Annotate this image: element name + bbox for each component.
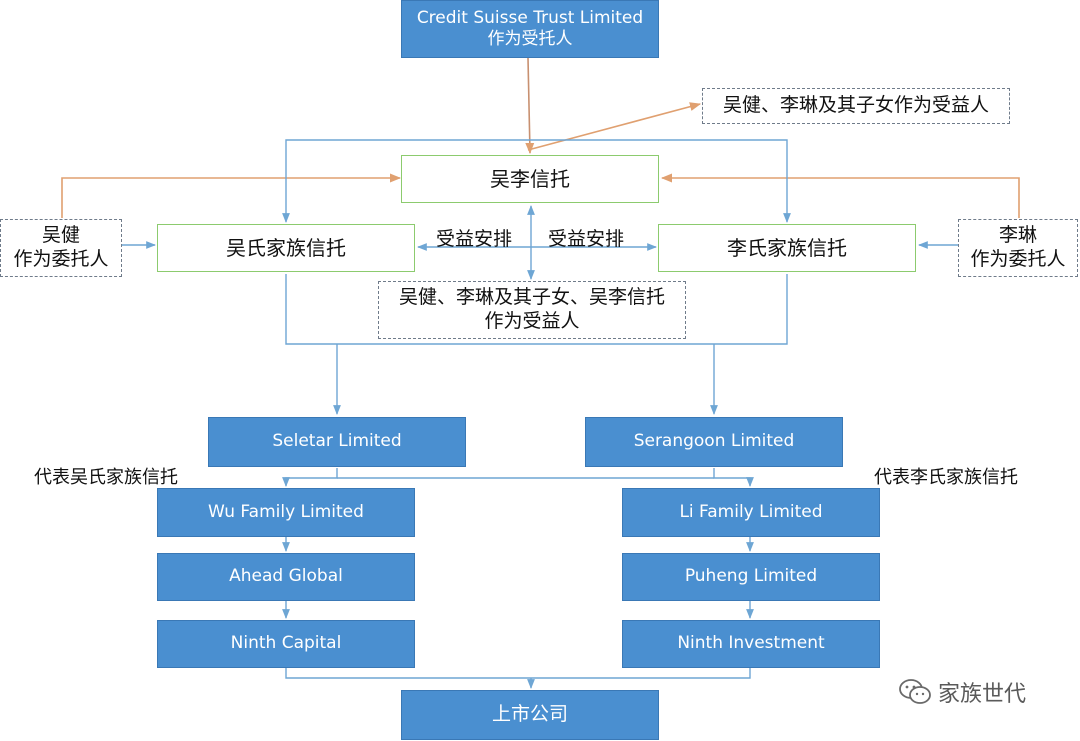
ninth-investment-text: Ninth Investment <box>677 633 825 654</box>
wu-family-trust-box: 吴氏家族信托 <box>157 224 415 272</box>
arrow-wu-settlor-to-wuli <box>61 173 402 218</box>
li-family-limited-box: Li Family Limited <box>622 488 880 537</box>
serangoon-box: Serangoon Limited <box>585 417 843 467</box>
serangoon-text: Serangoon Limited <box>633 431 795 452</box>
seletar-text: Seletar Limited <box>272 431 402 452</box>
listed-company-box: 上市公司 <box>401 690 659 740</box>
listed-company-text: 上市公司 <box>491 703 568 726</box>
beneficiaries-top-text: 吴健、李琳及其子女作为受益人 <box>722 94 989 117</box>
ninth-capital-text: Ninth Capital <box>230 633 342 654</box>
wu-settlor-box: 吴健 作为委托人 <box>0 219 122 277</box>
arrow-trustee-to-li-trust <box>528 139 791 223</box>
watermark-text: 家族世代 <box>938 682 1027 707</box>
trustee-name: Credit Suisse Trust Limited <box>416 7 644 28</box>
arrangement-label-right: 受益安排 <box>548 228 625 250</box>
wechat-icon <box>899 679 931 704</box>
watermark: 家族世代 <box>898 676 1026 708</box>
puheng-limited-box: Puheng Limited <box>622 553 880 601</box>
beneficiaries-top-box: 吴健、李琳及其子女作为受益人 <box>702 88 1010 124</box>
beneficiaries-mid-box: 吴健、李琳及其子女、吴李信托 作为受益人 <box>378 281 686 339</box>
arrow-wuli-to-beneficiaries <box>527 102 702 151</box>
arrow-trustee-to-wu-trust <box>282 139 528 223</box>
beneficiaries-mid-line2: 作为受益人 <box>484 310 580 332</box>
arrow-li-settlor-to-wuli <box>660 173 1020 218</box>
trustee-role: 作为受托人 <box>487 29 573 49</box>
li-settlor-name: 李琳 <box>998 224 1037 247</box>
li-settlor-box: 李琳 作为委托人 <box>958 219 1078 277</box>
li-family-trust-text: 李氏家族信托 <box>727 235 847 260</box>
trustee-box: Credit Suisse Trust Limited 作为受托人 <box>401 0 659 58</box>
wuli-trust-text: 吴李信托 <box>490 166 570 191</box>
ahead-global-box: Ahead Global <box>157 553 415 601</box>
seletar-box: Seletar Limited <box>208 417 466 467</box>
wuli-trust-box: 吴李信托 <box>401 155 659 203</box>
wu-family-limited-text: Wu Family Limited <box>208 501 364 522</box>
li-family-limited-text: Li Family Limited <box>679 501 823 522</box>
beneficiaries-mid-line1: 吴健、李琳及其子女、吴李信托 <box>398 286 665 309</box>
on-behalf-li-label: 代表李氏家族信托 <box>874 467 1018 488</box>
ninth-investment-box: Ninth Investment <box>622 620 880 668</box>
wu-settlor-name: 吴健 <box>41 224 80 247</box>
wu-family-trust-text: 吴氏家族信托 <box>226 235 346 260</box>
ahead-global-text: Ahead Global <box>229 566 343 587</box>
li-settlor-role: 作为委托人 <box>970 248 1066 270</box>
arrow-seletar-to-wu-family <box>282 468 338 487</box>
arrow-serangoon-to-li-family <box>713 468 754 487</box>
arrow-trustee-to-wuli <box>525 57 535 155</box>
line-ninth-to-listed <box>285 668 751 679</box>
wu-family-limited-box: Wu Family Limited <box>157 488 415 537</box>
puheng-limited-text: Puheng Limited <box>684 566 818 587</box>
li-family-trust-box: 李氏家族信托 <box>658 224 916 272</box>
line-wu-trust-down <box>285 274 788 345</box>
ninth-capital-box: Ninth Capital <box>157 620 415 668</box>
arrangement-label-left: 受益安排 <box>436 228 513 250</box>
on-behalf-wu-label: 代表吴氏家族信托 <box>34 467 178 488</box>
wu-settlor-role: 作为委托人 <box>13 248 109 270</box>
